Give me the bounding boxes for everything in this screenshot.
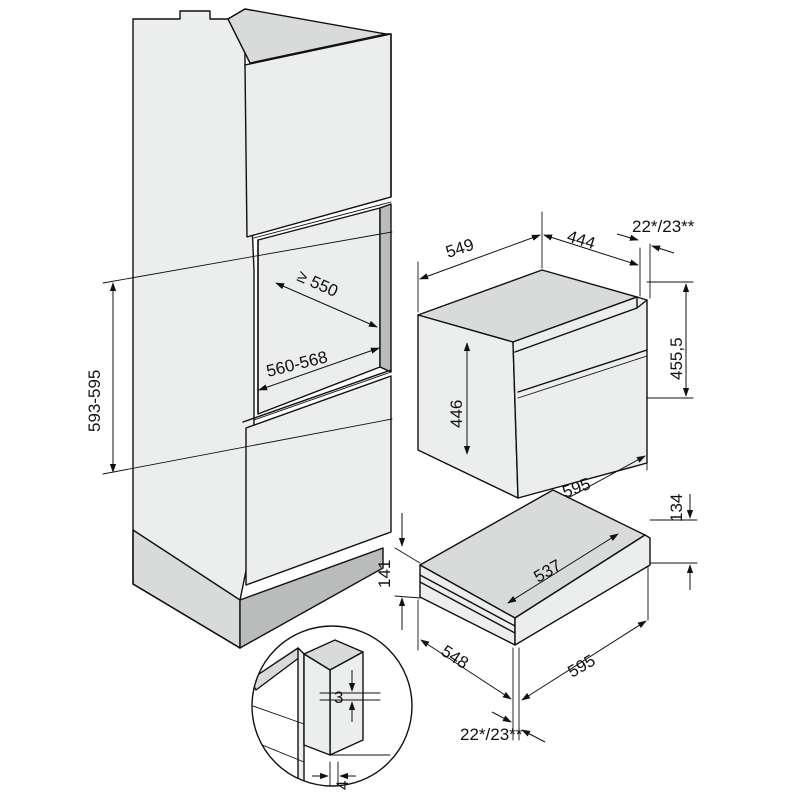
drawer-inner-width-dimline: [507, 533, 619, 604]
oven-unit: [417, 269, 648, 499]
niche-back: [257, 207, 381, 415]
drawer-width-label: 595: [565, 651, 599, 682]
drawer-height-total-label: 141: [375, 560, 394, 588]
niche-depth-dimline: [275, 282, 378, 328]
oven-body-height-label: 446: [447, 400, 466, 428]
drawer-front-gap-label: 22*/23**: [460, 725, 523, 744]
oven-side: [417, 314, 519, 499]
detail-circle-outline: [251, 625, 413, 787]
oven-front-height-label: 455,5: [667, 337, 686, 380]
niche-width-dimline: [258, 347, 380, 391]
oven-depth-dimline: [419, 234, 541, 280]
oven-top-depth-label: 444: [565, 227, 598, 253]
tall-cabinet: [132, 8, 392, 649]
drawer-height-front-label: 134: [667, 494, 686, 522]
drawer-width-dimline: [521, 620, 647, 701]
oven-depth-label: 549: [443, 235, 476, 262]
lower-door: [245, 375, 392, 586]
oven-front: [512, 296, 648, 499]
detail-circle: 3 4: [251, 625, 413, 790]
drawer-depth-label: 548: [438, 641, 472, 672]
oven-front-gap-label: 22*/23**: [632, 217, 695, 236]
detail-gap-top-label: 3: [334, 688, 343, 707]
upper-door: [244, 33, 392, 238]
oven-top-depth-dimline: [543, 234, 639, 266]
niche-right-wall: [379, 203, 392, 373]
cabinet-plinth-front: [239, 547, 384, 649]
niche-height-label: 593-595: [85, 370, 104, 432]
detail-gap-bottom-label: 4: [333, 781, 352, 790]
drawer-depth-dimline: [420, 639, 512, 700]
